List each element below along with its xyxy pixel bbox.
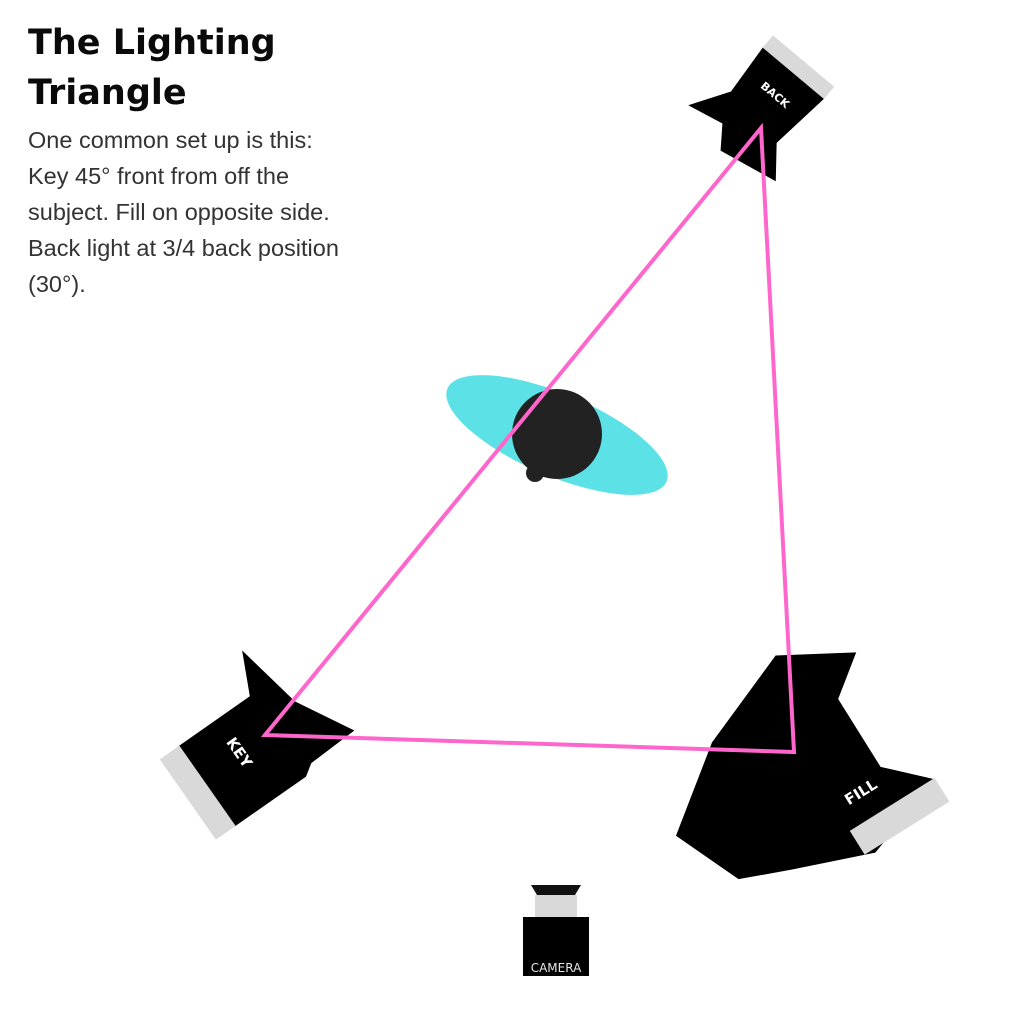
key-light-body xyxy=(177,650,355,828)
fill-light-body xyxy=(675,652,936,880)
camera[interactable]: CAMERA xyxy=(523,885,589,976)
lighting-triangle xyxy=(260,122,797,755)
camera-lens-hood-icon xyxy=(531,885,581,895)
subject-nose-icon xyxy=(526,464,544,482)
key-light-diffuser xyxy=(159,745,236,840)
camera-label: CAMERA xyxy=(531,961,582,975)
fill-light-diffuser xyxy=(849,777,950,855)
page-title: The Lighting Triangle xyxy=(28,23,276,113)
description-text: One common set up is this: Key 45° front… xyxy=(28,127,339,297)
back-light[interactable]: BACK xyxy=(679,22,846,190)
fill-light[interactable]: FILL xyxy=(623,618,952,937)
back-light-diffuser xyxy=(762,35,835,100)
camera-body-icon xyxy=(523,917,589,976)
camera-lens-icon xyxy=(535,895,577,918)
subject-head-icon xyxy=(512,389,602,479)
back-light-body xyxy=(688,46,825,182)
subject xyxy=(446,375,668,495)
key-light[interactable]: KEY xyxy=(136,624,360,840)
